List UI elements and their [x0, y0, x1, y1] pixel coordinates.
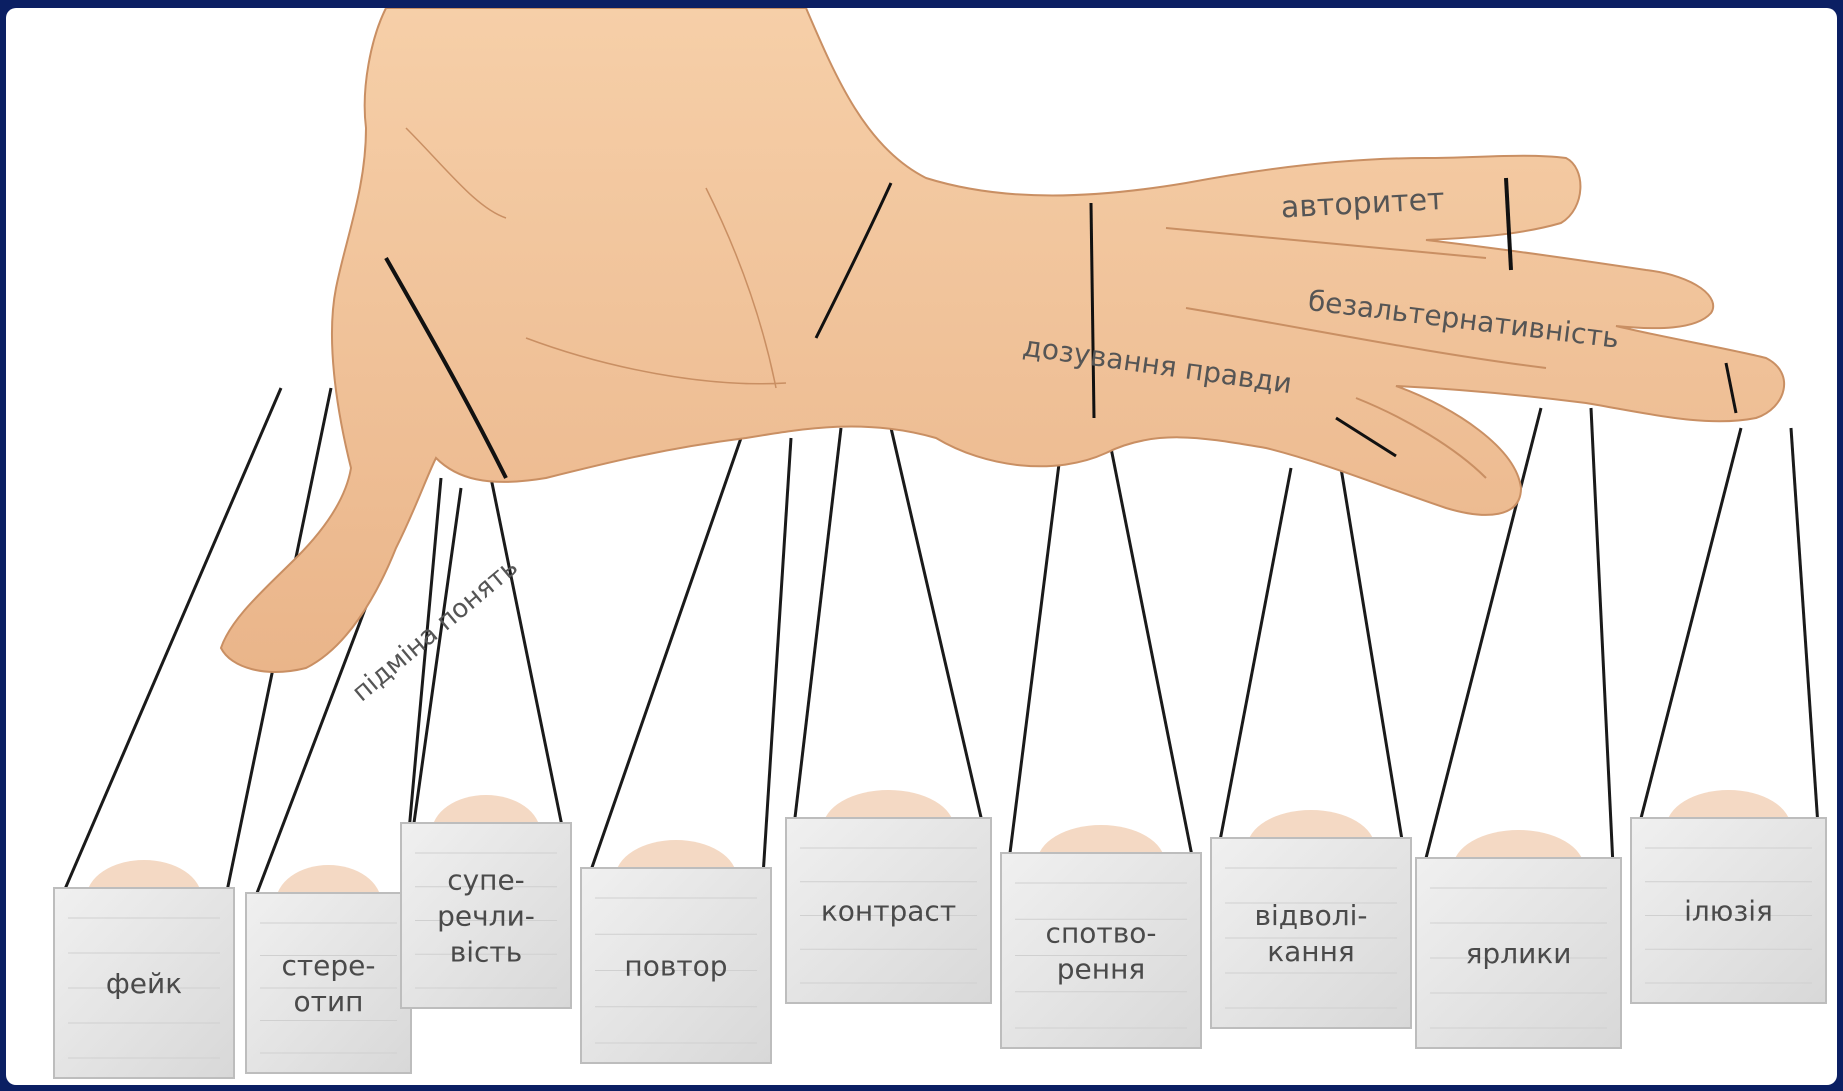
box-label: контраст [821, 895, 956, 928]
puppet-string [1341, 468, 1403, 846]
puppet-hand-diagram: авторитет безальтернативність дозування … [6, 8, 1837, 1085]
box-label: супе- [447, 864, 525, 897]
puppet-string [794, 428, 841, 826]
box-label: ілюзія [1684, 895, 1773, 928]
box-label: спотво- [1046, 917, 1157, 950]
box-8: ярлики [1416, 830, 1621, 1048]
box-label: ярлики [1466, 937, 1572, 970]
puppet-string [589, 438, 741, 876]
box-7: відволі-кання [1211, 810, 1411, 1028]
box-label: вість [450, 936, 523, 969]
box-label: фейк [106, 967, 182, 1000]
box-6: спотво-рення [1001, 825, 1201, 1048]
box-body [246, 893, 411, 1073]
puppet-string [763, 438, 791, 876]
box-5: контраст [786, 790, 991, 1003]
box-label: повтор [624, 950, 727, 983]
box-3: супе-речли-вість [401, 795, 571, 1008]
box-body [1001, 853, 1201, 1048]
box-1: фейк [54, 860, 234, 1078]
puppet-string [491, 478, 563, 831]
box-label: речли- [437, 900, 535, 933]
puppet-string [1639, 428, 1741, 826]
puppet-string [1219, 468, 1291, 846]
box-label: рення [1057, 953, 1145, 986]
box-2: стере-отип [246, 865, 411, 1073]
puppet-string [1791, 428, 1818, 826]
box-label: стере- [281, 949, 375, 982]
box-4: повтор [581, 840, 771, 1063]
puppet-string [1111, 448, 1193, 861]
puppet-string [1591, 408, 1613, 866]
box-label: отип [294, 985, 364, 1018]
puppet-string [891, 428, 983, 826]
box-body [1211, 838, 1411, 1028]
box-label: відволі- [1254, 899, 1367, 932]
box-label: кання [1267, 935, 1355, 968]
box-9: ілюзія [1631, 790, 1826, 1003]
puppet-string [1009, 448, 1061, 861]
diagram-panel: авторитет безальтернативність дозування … [6, 8, 1837, 1085]
